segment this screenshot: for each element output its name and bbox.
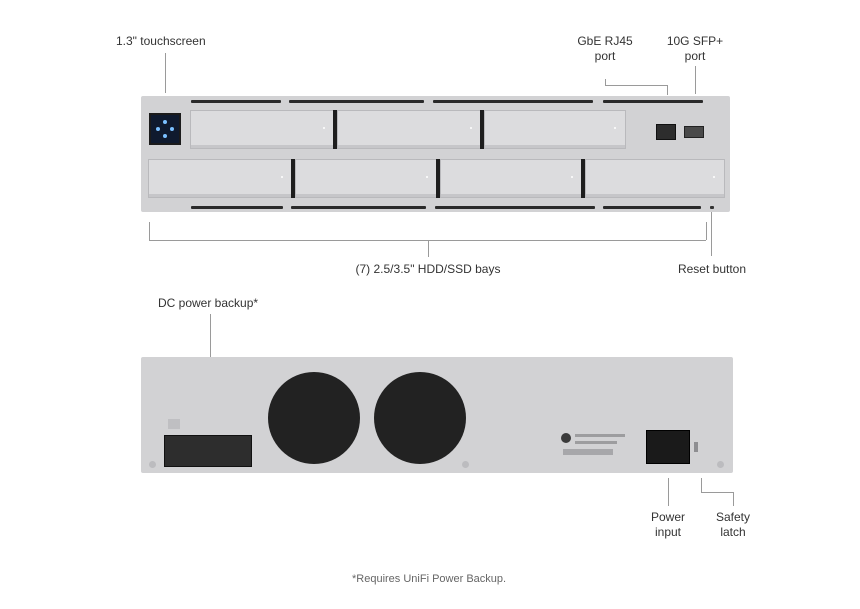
front-panel — [141, 96, 730, 212]
rj45-port[interactable] — [656, 124, 676, 140]
safety-latch-leader-stem — [733, 492, 734, 506]
sfp-port[interactable] — [684, 126, 704, 138]
qr-sticker — [168, 419, 180, 429]
ubiquiti-logo-icon — [561, 433, 571, 443]
screw-icon — [149, 461, 156, 468]
rj45-label: GbE RJ45 port — [570, 34, 640, 64]
drive-bay[interactable] — [295, 159, 438, 198]
power-input-label: Power input — [638, 510, 698, 540]
rj45-leader-top — [605, 79, 606, 85]
certification-marks — [563, 449, 613, 455]
safety-latch-leader-drop — [701, 478, 702, 492]
drive-bay[interactable] — [148, 159, 293, 198]
regulatory-text — [575, 434, 625, 437]
safety-latch[interactable] — [694, 442, 698, 452]
fan-icon — [268, 372, 360, 464]
drive-bay[interactable] — [190, 110, 335, 149]
sfp-label-line2: port — [684, 49, 706, 63]
dc-power-label: DC power backup* — [158, 296, 259, 310]
vent-slot — [603, 100, 703, 103]
touchscreen[interactable] — [149, 113, 181, 145]
touchscreen-label: 1.3" touchscreen — [116, 34, 206, 48]
power-input-socket[interactable] — [646, 430, 690, 464]
touchscreen-leader-line — [165, 53, 166, 93]
drive-bay[interactable] — [484, 110, 626, 149]
safety-latch-leader-horizontal — [701, 492, 734, 493]
rear-panel — [141, 357, 733, 473]
drive-bay[interactable] — [337, 110, 482, 149]
power-input-leader-line — [668, 478, 669, 506]
rj45-label-line1: GbE RJ45 — [577, 34, 633, 48]
power-input-label-line1: Power — [650, 510, 685, 524]
safety-latch-label-line2: latch — [720, 525, 746, 539]
bays-label: (7) 2.5/3.5" HDD/SSD bays — [355, 262, 501, 276]
vent-slot — [291, 206, 426, 209]
footnote: *Requires UniFi Power Backup. — [352, 573, 507, 585]
vent-slot — [191, 206, 283, 209]
reset-leader-line — [711, 212, 712, 256]
bay-bracket-stem — [428, 241, 429, 257]
rj45-leader-drop — [667, 85, 668, 95]
sfp-label-line1: 10G SFP+ — [666, 34, 724, 48]
vent-slot — [603, 206, 701, 209]
power-input-label-line2: input — [654, 525, 682, 539]
sfp-leader-line — [695, 66, 696, 94]
vent-slot — [433, 100, 593, 103]
regulatory-text — [575, 441, 617, 444]
vent-slot — [435, 206, 595, 209]
screw-icon — [717, 461, 724, 468]
bay-bracket-bottom — [149, 240, 706, 241]
vent-slot — [289, 100, 424, 103]
rj45-label-line2: port — [594, 49, 616, 63]
vent-slot — [191, 100, 281, 103]
bay-bracket-left — [149, 222, 150, 240]
sfp-label: 10G SFP+ port — [662, 34, 728, 64]
screw-icon — [462, 461, 469, 468]
fan-icon — [374, 372, 466, 464]
reset-label: Reset button — [677, 262, 747, 276]
bay-bracket-right — [706, 222, 707, 240]
drive-bay[interactable] — [440, 159, 583, 198]
rj45-leader-horizontal — [605, 85, 667, 86]
dc-power-connector[interactable] — [164, 435, 252, 467]
drive-bay[interactable] — [585, 159, 725, 198]
reset-button[interactable] — [710, 206, 714, 209]
safety-latch-label-line1: Safety — [715, 510, 751, 524]
safety-latch-label: Safety latch — [705, 510, 761, 540]
